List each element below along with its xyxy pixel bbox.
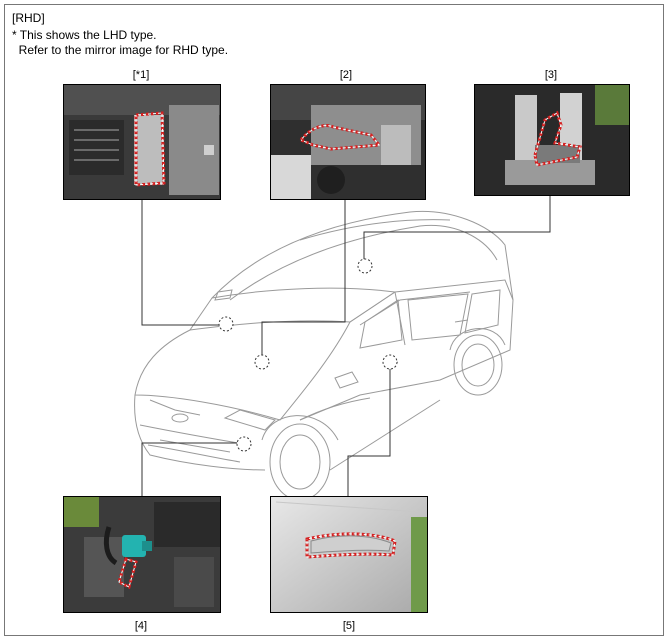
- car-outline: [134, 210, 514, 501]
- rhd-tag: [RHD]: [12, 11, 45, 25]
- lhd-note-line1: * This shows the LHD type.: [12, 28, 157, 42]
- photo-label-5: [5]: [342, 620, 356, 632]
- figure-frame: [4, 4, 664, 636]
- photo-1-dash-module: [63, 84, 221, 200]
- callout-circles: [218, 258, 398, 452]
- photo-4-engine-bay-module: [63, 496, 221, 613]
- photo-label-3: [3]: [544, 69, 558, 81]
- photo-2-console-module: [270, 84, 426, 200]
- photo-3-rear-floor-module: [474, 84, 630, 196]
- leader-lines: [141, 196, 551, 496]
- lhd-note-line2: Refer to the mirror image for RHD type.: [12, 43, 229, 57]
- photo-label-2: [2]: [339, 69, 353, 81]
- photo-label-4: [4]: [134, 620, 148, 632]
- photo-5-door-handle: [270, 496, 428, 613]
- photo-label-1: [*1]: [132, 69, 150, 81]
